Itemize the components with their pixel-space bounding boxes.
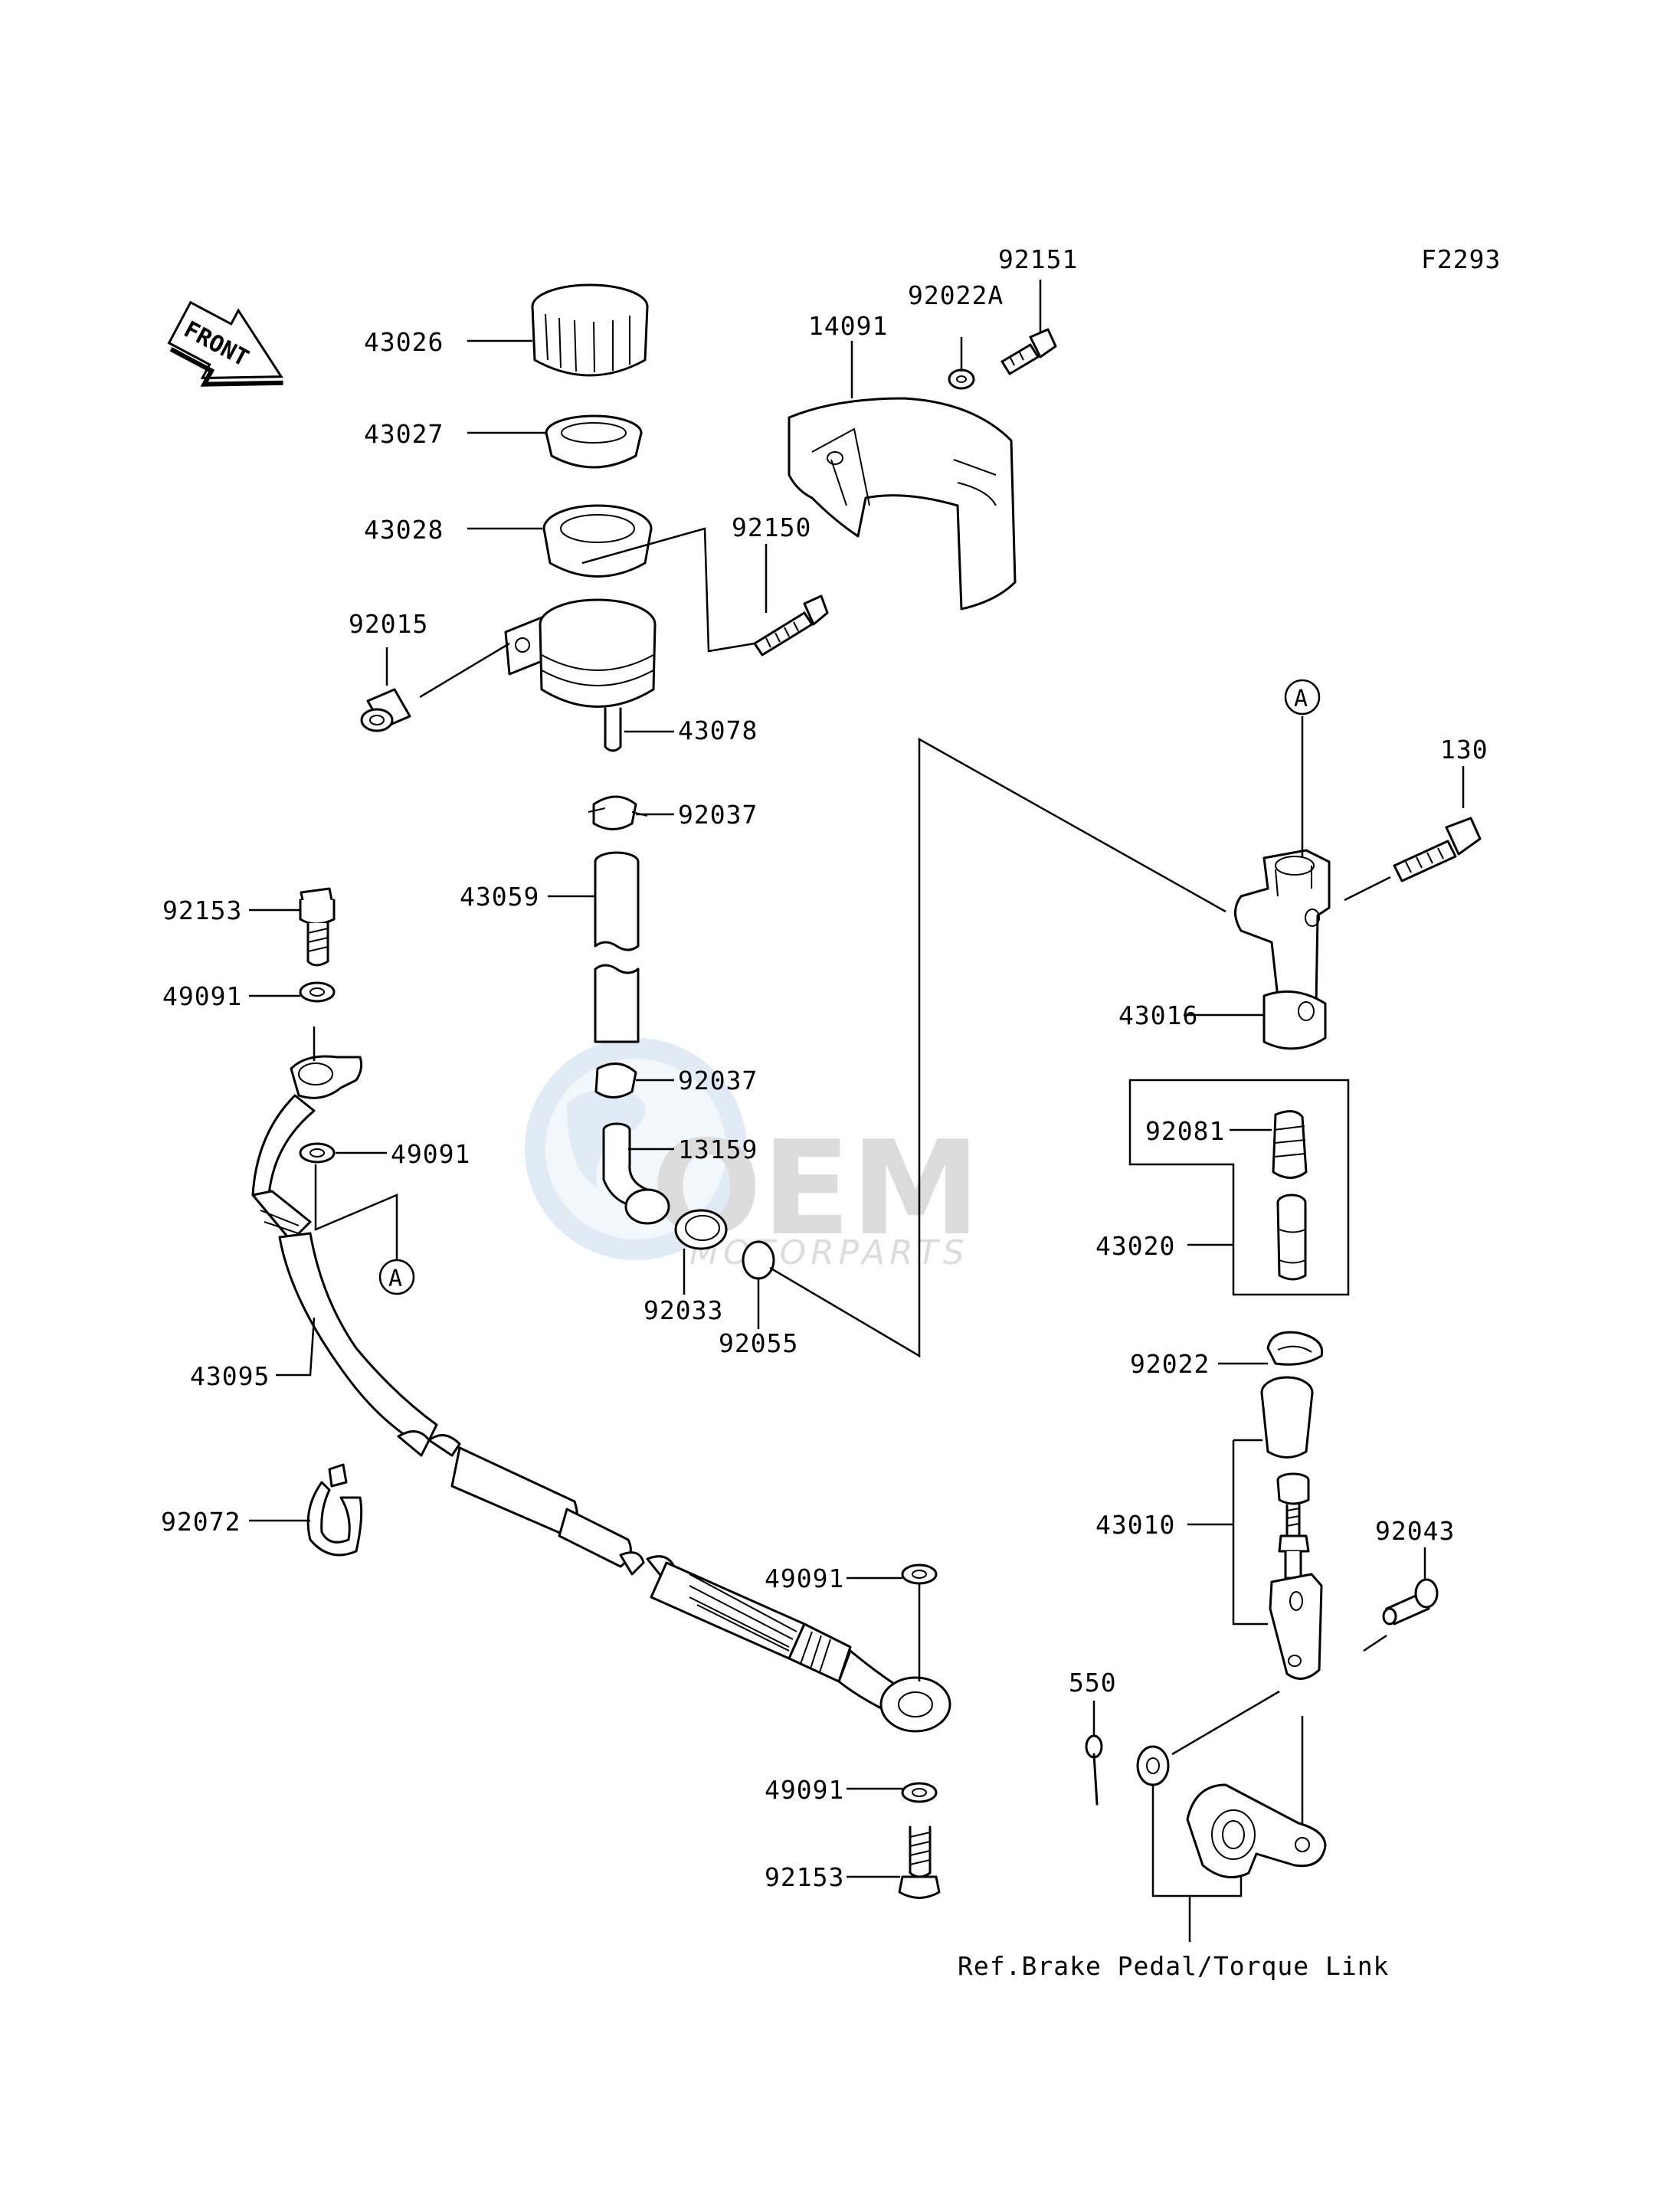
callout-92151: 92151 [998,244,1078,274]
callout-92043: 92043 [1375,1516,1455,1546]
callout-92022: 92022 [1130,1349,1210,1379]
callout-14091: 14091 [808,311,888,341]
circlip [674,1209,728,1250]
grommet [360,688,411,732]
kit-43020-box [1128,1079,1350,1296]
callout-43016: 43016 [1118,1000,1198,1030]
figure-code: F2293 [1421,244,1501,274]
marker-a-upper: A [1284,679,1321,715]
hose-clamp-band [306,1463,363,1557]
push-rod-assembly [1260,1376,1323,1680]
callout-550: 550 [1069,1668,1117,1698]
piston-spring [1272,1110,1308,1179]
callout-43026: 43026 [364,327,444,357]
reservoir-hose [594,851,640,1043]
elbow-fitting [602,1122,670,1225]
bolt-92150 [753,594,829,656]
callout-92022A: 92022A [908,280,1004,310]
sealing-washer-3 [901,1563,938,1585]
callout-92037-lower: 92037 [678,1066,758,1095]
front-arrow-icon: FRONT [167,300,283,387]
cotter-pin [1085,1734,1103,1806]
circlip-92022 [1266,1331,1324,1366]
svg-text:A: A [1294,686,1308,712]
callout-92072: 92072 [161,1507,241,1537]
callout-92033: 92033 [644,1295,723,1325]
reservoir-tank [504,598,657,752]
master-cylinder-body [1234,849,1331,1050]
callout-49091-a: 49091 [162,981,242,1011]
diaphragm [542,504,653,578]
sealing-washer-4 [901,1782,938,1803]
callout-49091-b: 49091 [391,1139,470,1169]
banjo-bolt-lower [898,1825,941,1899]
clevis-pin [1382,1578,1439,1626]
brake-pedal-bracket [1186,1783,1327,1879]
hose-banjo-upper [290,1055,363,1099]
washer-92022A [948,368,975,390]
callout-43078: 43078 [678,715,758,745]
o-ring [742,1240,775,1280]
callout-92037-upper: 92037 [678,800,758,830]
callout-13159: 13159 [678,1135,758,1164]
bolt-92151 [1000,328,1057,375]
watermark-tagline: MOTORPARTS [689,1233,969,1272]
sealing-washer-1 [299,981,336,1003]
callout-43020: 43020 [1095,1231,1175,1261]
reference-note: Ref.Brake Pedal/Torque Link [958,1951,1389,1981]
callout-43095: 43095 [190,1361,270,1391]
diaphragm-plate [545,414,643,469]
brake-hose [251,1094,898,1714]
callout-92150: 92150 [732,512,811,542]
hose-banjo-lower [879,1676,951,1733]
callout-92015: 92015 [349,609,428,639]
callout-92153-upper: 92153 [162,895,242,925]
piston [1276,1193,1307,1281]
callout-130: 130 [1440,735,1488,765]
hose-clamp-lower [594,1062,637,1098]
callout-43028: 43028 [364,515,444,545]
callout-92081: 92081 [1145,1116,1225,1146]
callout-49091-c: 49091 [765,1563,844,1593]
callout-43059: 43059 [460,882,539,912]
callout-49091-d: 49091 [765,1775,844,1805]
hose-clamp-upper [588,795,648,830]
banjo-bolt-upper [299,887,336,967]
pedal-washer [1136,1745,1170,1786]
callout-43010: 43010 [1095,1510,1175,1540]
reservoir-cap [531,283,649,377]
svg-text:A: A [388,1265,402,1292]
sealing-washer-2 [299,1142,336,1164]
reservoir-cover [788,397,1017,611]
callout-92153-lower: 92153 [765,1862,844,1892]
bolt-130 [1393,817,1482,882]
callout-43027: 43027 [364,419,444,449]
callout-92055: 92055 [719,1328,798,1358]
marker-a-lower: A [378,1259,415,1295]
